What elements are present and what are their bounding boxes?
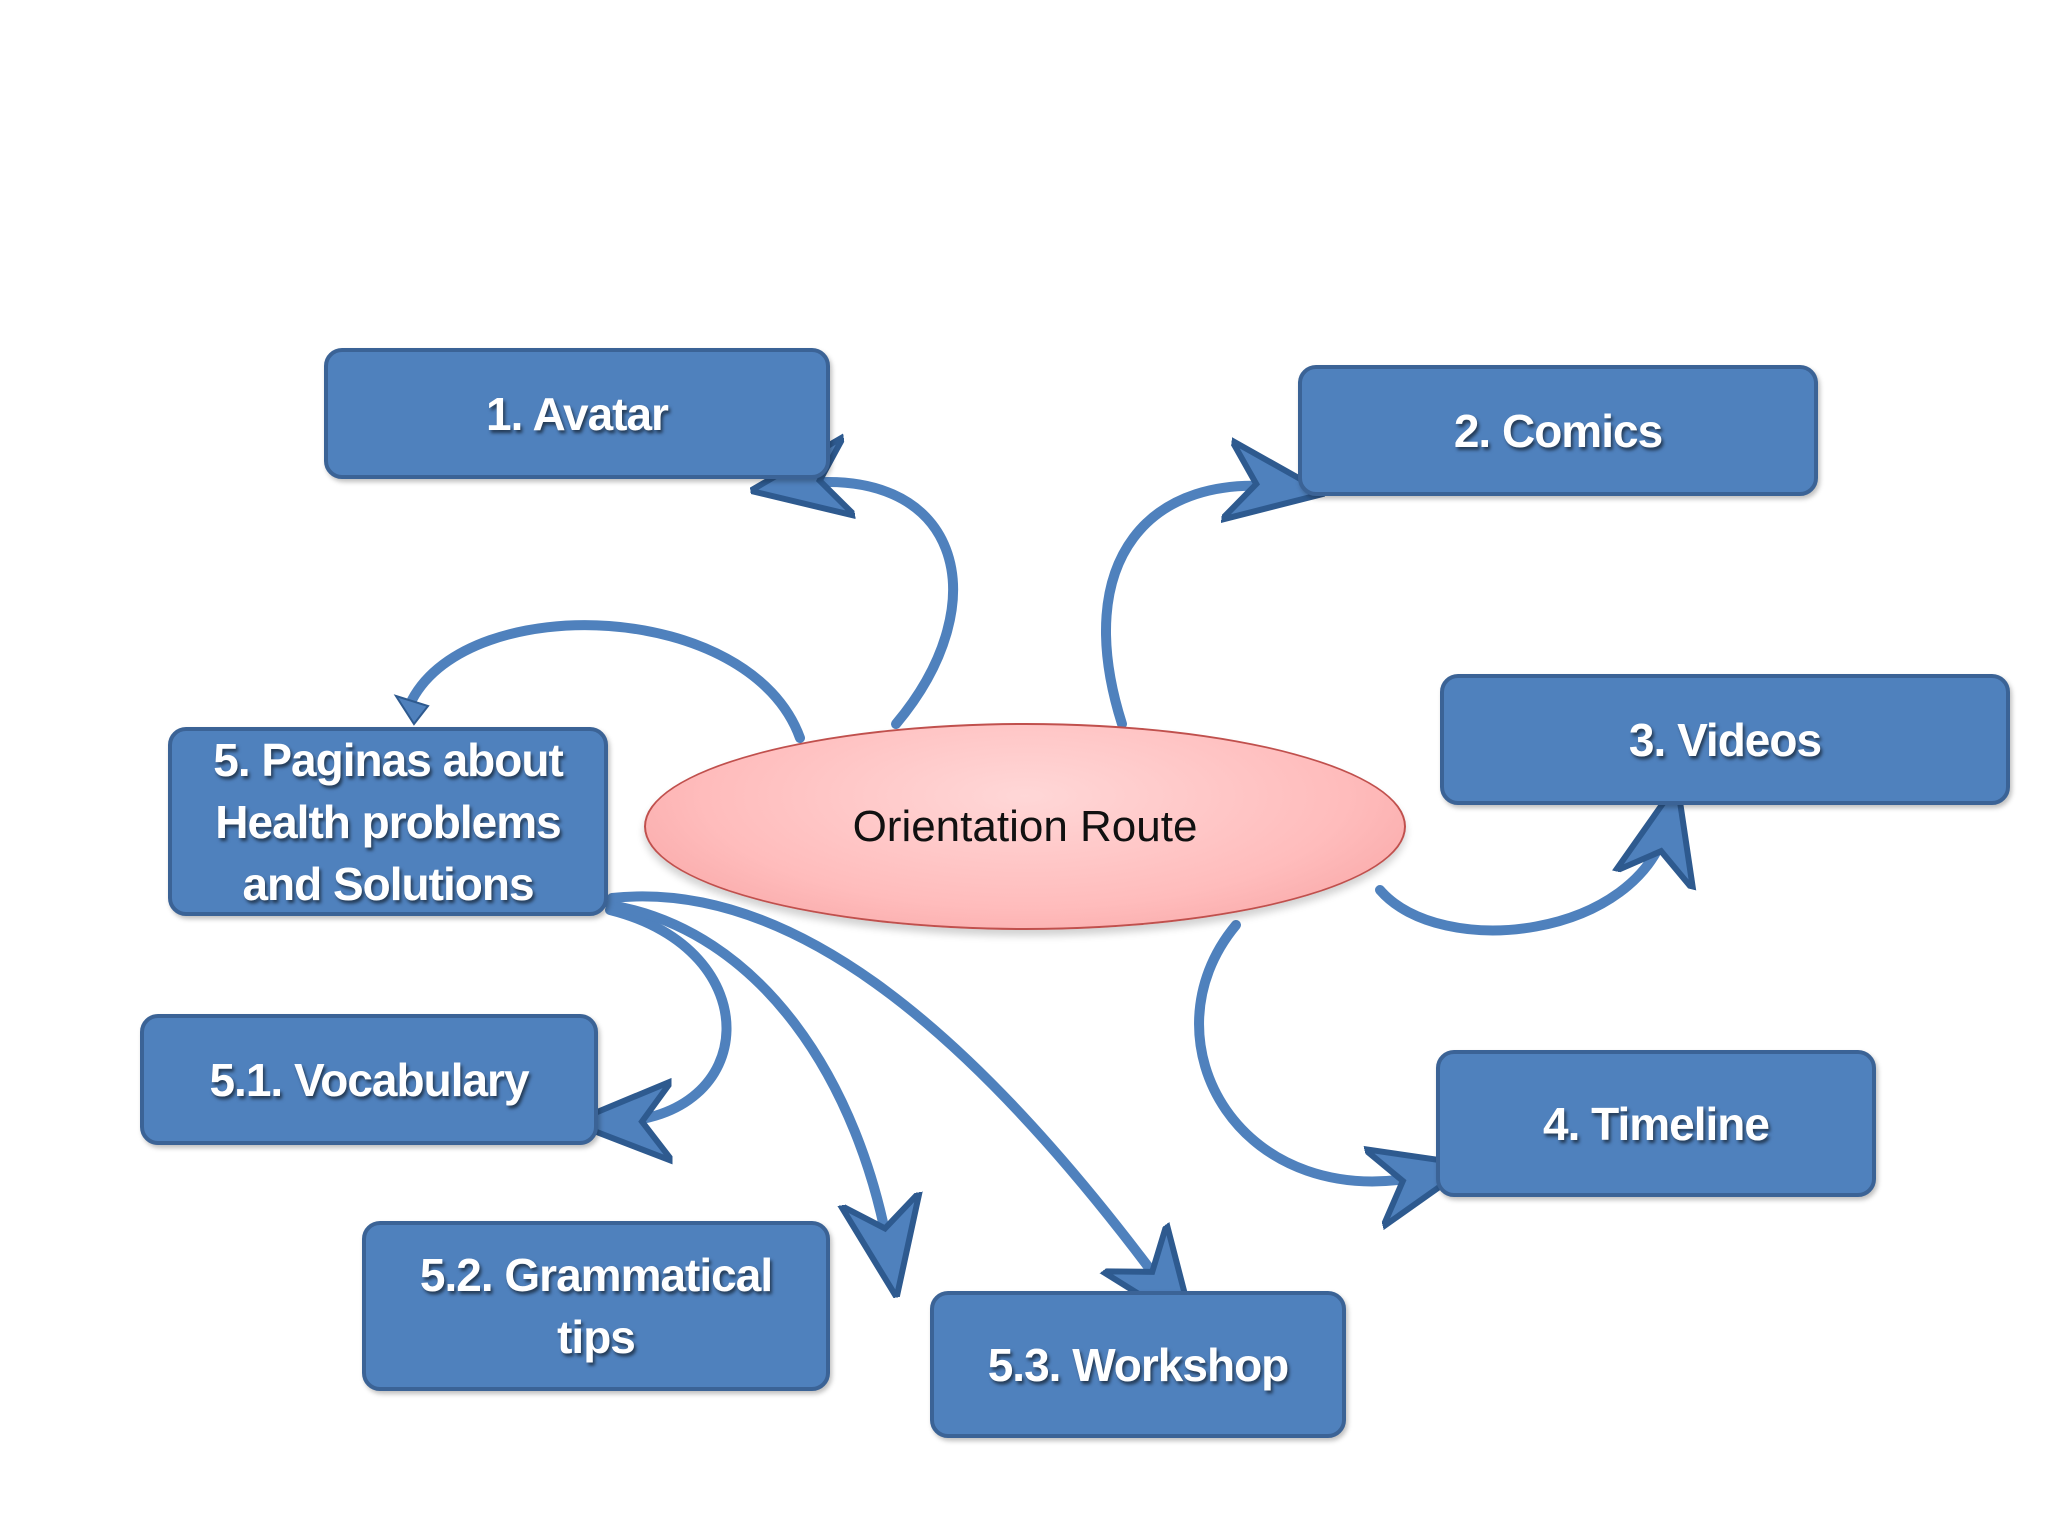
arrow-to-comics <box>1101 486 1286 729</box>
node-grammatical-label: 5.2. Grammatical tips <box>419 1249 773 1363</box>
node-videos[interactable]: 3. Videos <box>1440 674 2010 805</box>
node-avatar[interactable]: 1. Avatar <box>324 348 830 479</box>
orientation-route-label: Orientation Route <box>852 801 1198 851</box>
arrow-to-grammatical <box>605 900 890 1258</box>
arrow-to-vocabulary <box>610 905 732 1122</box>
node-videos-label: 3. Videos <box>1628 713 1822 766</box>
node-comics-label: 2. Comics <box>1453 404 1663 457</box>
arrow-to-timeline <box>1194 920 1432 1181</box>
node-avatar-label: 1. Avatar <box>486 387 669 440</box>
node-grammatical-tips[interactable]: 5.2. Grammatical tips <box>362 1221 830 1391</box>
arrow-center-to-paginas <box>407 620 805 743</box>
node-workshop-label: 5.3. Workshop <box>987 1338 1290 1391</box>
node-timeline-label: 4. Timeline <box>1543 1097 1770 1150</box>
node-workshop[interactable]: 5.3. Workshop <box>930 1291 1346 1438</box>
node-comics[interactable]: 2. Comics <box>1298 365 1818 496</box>
arrow-to-workshop <box>607 891 1170 1296</box>
node-vocabulary-label: 5.1. Vocabulary <box>209 1053 529 1106</box>
arrow-to-videos <box>1375 822 1668 936</box>
paginas-top-arrowhead <box>393 694 430 726</box>
arrow-to-avatar <box>790 482 958 729</box>
node-timeline[interactable]: 4. Timeline <box>1436 1050 1876 1197</box>
node-paginas[interactable]: 5. Paginas about Health problems and Sol… <box>168 727 608 916</box>
node-paginas-label: 5. Paginas about Health problems and Sol… <box>213 733 564 910</box>
orientation-route-ellipse[interactable]: Orientation Route <box>644 723 1406 930</box>
node-vocabulary[interactable]: 5.1. Vocabulary <box>140 1014 598 1145</box>
